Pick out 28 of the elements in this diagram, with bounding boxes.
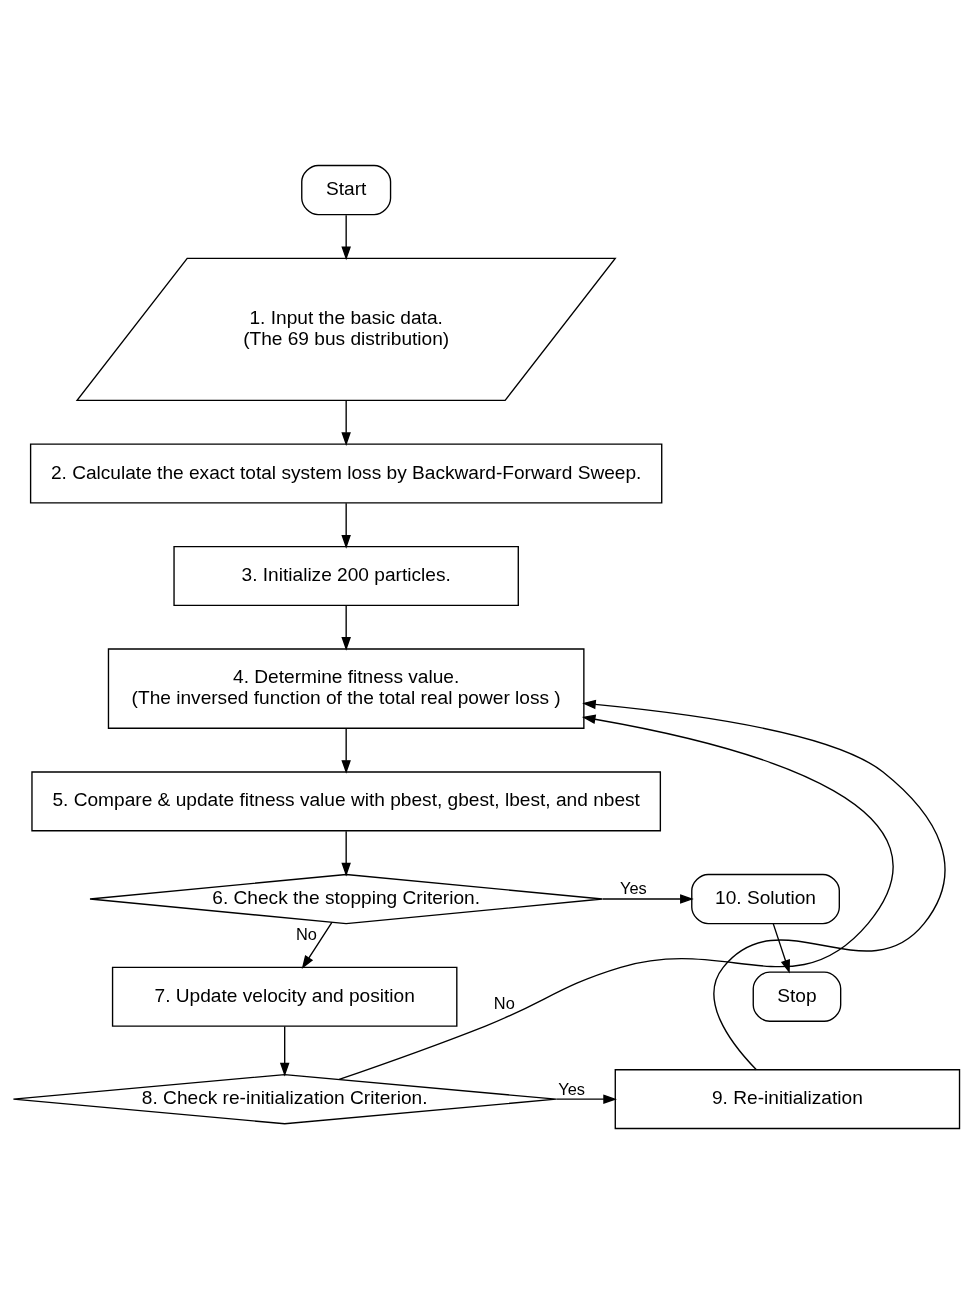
node-box: 4. Determine fitness value. (The inversed function of the total real power loss ) [107,648,585,729]
arrow [341,727,351,774]
arrow [772,923,790,974]
node-box: 5. Compare & update fitness value with pbest, gbest, lbest, and nbest [31,771,662,832]
node-box: 9. Re-initialization [614,1069,961,1130]
node-box: Start [301,164,392,216]
arrow [601,894,694,904]
edge-label: No [493,993,515,1012]
node-box: 2. Calculate the exact total system loss by Backward-Forward Sweep. [29,443,663,504]
node-box: Stop [752,971,842,1022]
node-diamond: 6. Check the stopping Criterion. [89,873,603,925]
arrow [582,699,946,1071]
arrow [341,399,351,446]
arrow [341,830,351,877]
arrow [341,604,351,651]
node-box: 10. Solution [691,873,840,925]
arrow [341,214,351,261]
edge-label: Yes [558,1079,585,1098]
node-box: 3. Initialize 200 particles. [173,545,519,607]
arrow [338,714,894,1081]
arrow [301,921,333,970]
node-diamond: 8. Check re-initialization Criterion. [12,1073,557,1125]
edge-label: No [296,925,317,944]
arrow [555,1094,617,1104]
node-box: 7. Update velocity and position [111,966,458,1027]
edge-label: Yes [620,879,647,898]
arrow [341,502,351,549]
arrow [279,1025,290,1077]
